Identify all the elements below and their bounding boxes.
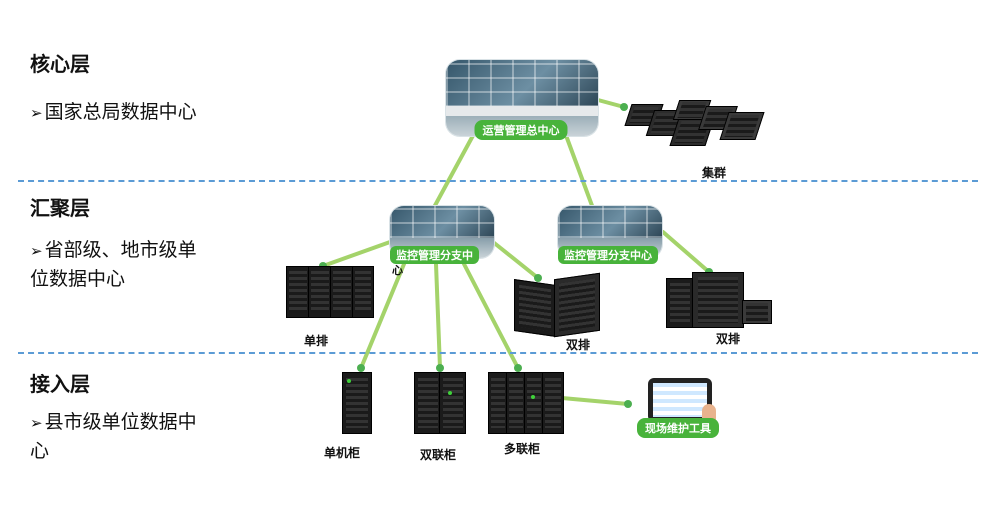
link-branch-multi-cabinet xyxy=(462,262,520,370)
single-cabinet-label: 单机柜 xyxy=(324,446,361,460)
multi-cabinet-rack xyxy=(488,372,564,434)
tablet-device xyxy=(648,378,712,422)
link-dot xyxy=(624,400,632,408)
double-row-label-left: 双排 xyxy=(566,338,591,352)
tablet-screen xyxy=(653,383,707,417)
layer-desc-access-line1: ➢县市级单位数据中 xyxy=(30,411,197,433)
field-tool-label: 现场维护工具 xyxy=(637,418,719,438)
double-row-rack-left xyxy=(514,272,600,338)
link-dot xyxy=(514,364,522,372)
hq-center-photo xyxy=(446,60,598,136)
layer-desc-aggregation-line2: 位数据中心 xyxy=(30,268,126,290)
layer-title-aggregation: 汇聚层 xyxy=(30,196,90,220)
single-row-rack xyxy=(286,266,374,318)
link-branch-single-row xyxy=(321,240,392,268)
hq-center-label: 运营管理总中心 xyxy=(474,120,568,140)
rack-unit xyxy=(506,372,526,434)
link-branch-right-double-row xyxy=(661,230,711,274)
layer-desc-aggregation-line1: ➢省部级、地市级单 xyxy=(30,239,197,261)
rack-unit xyxy=(414,372,441,434)
layer-desc-core-text: 国家总局数据中心 xyxy=(44,101,197,123)
status-led xyxy=(448,391,452,395)
rack-unit xyxy=(524,372,544,434)
double-row-rack-right xyxy=(666,270,772,330)
link-branch-double-row xyxy=(491,240,540,280)
branch-left-label-line1: 监控管理分支中 xyxy=(390,246,479,264)
layer-desc-access-line2: 心 xyxy=(30,440,50,462)
dual-cabinet-rack xyxy=(414,372,466,434)
rack-unit xyxy=(554,272,600,338)
rack-unit xyxy=(330,266,354,318)
rack-unit xyxy=(488,372,508,434)
rack-unit xyxy=(514,279,556,337)
rack-unit xyxy=(742,300,772,324)
double-row-label-right: 双排 xyxy=(716,332,741,346)
link-hq-cluster xyxy=(596,98,626,109)
layer-desc-aggregation: ➢省部级、地市级单 位数据中心 xyxy=(30,236,197,293)
layer-desc-core: ➢国家总局数据中心 xyxy=(30,98,197,127)
rack-unit xyxy=(439,372,466,434)
status-led xyxy=(347,379,351,383)
layer-title-core: 核心层 xyxy=(30,52,90,76)
cluster-label: 集群 xyxy=(702,166,727,180)
link-dot xyxy=(534,274,542,282)
bullet-icon: ➢ xyxy=(30,414,43,432)
link-branch-dual-cabinet xyxy=(434,262,442,370)
single-row-label: 单排 xyxy=(304,334,329,348)
status-led xyxy=(531,395,535,399)
divider-aggregation-access xyxy=(18,352,978,354)
rack-unit xyxy=(286,266,310,318)
desk-image xyxy=(446,105,598,117)
bullet-icon: ➢ xyxy=(30,104,43,122)
cluster-servers xyxy=(624,96,765,156)
cluster-rack xyxy=(719,112,765,140)
hand-icon xyxy=(702,404,716,422)
rack-unit xyxy=(352,266,374,318)
video-wall-image xyxy=(446,60,598,108)
monitor-screens-image xyxy=(558,206,662,239)
single-cabinet-rack xyxy=(342,372,372,434)
layer-title-access: 接入层 xyxy=(30,372,90,396)
link-dot xyxy=(436,364,444,372)
link-dot xyxy=(620,103,628,111)
rack-unit xyxy=(542,372,564,434)
multi-cabinet-label: 多联柜 xyxy=(504,442,541,456)
divider-core-aggregation xyxy=(18,180,978,182)
link-hq-branch-left xyxy=(430,128,478,213)
link-dot xyxy=(357,364,365,372)
rack-unit xyxy=(308,266,332,318)
layer-desc-access: ➢县市级单位数据中 心 xyxy=(30,408,197,465)
link-hq-branch-right xyxy=(562,128,596,213)
link-branch-single-cabinet xyxy=(359,262,406,370)
branch-right-label: 监控管理分支中心 xyxy=(558,246,658,264)
bullet-icon: ➢ xyxy=(30,242,43,260)
dual-cabinet-label: 双联柜 xyxy=(420,448,457,462)
rack-unit xyxy=(666,278,694,328)
rack-unit xyxy=(692,272,744,328)
branch-left-label-line2: 心 xyxy=(392,264,403,277)
link-multi-tool xyxy=(560,396,630,406)
monitor-screens-image xyxy=(390,206,494,239)
